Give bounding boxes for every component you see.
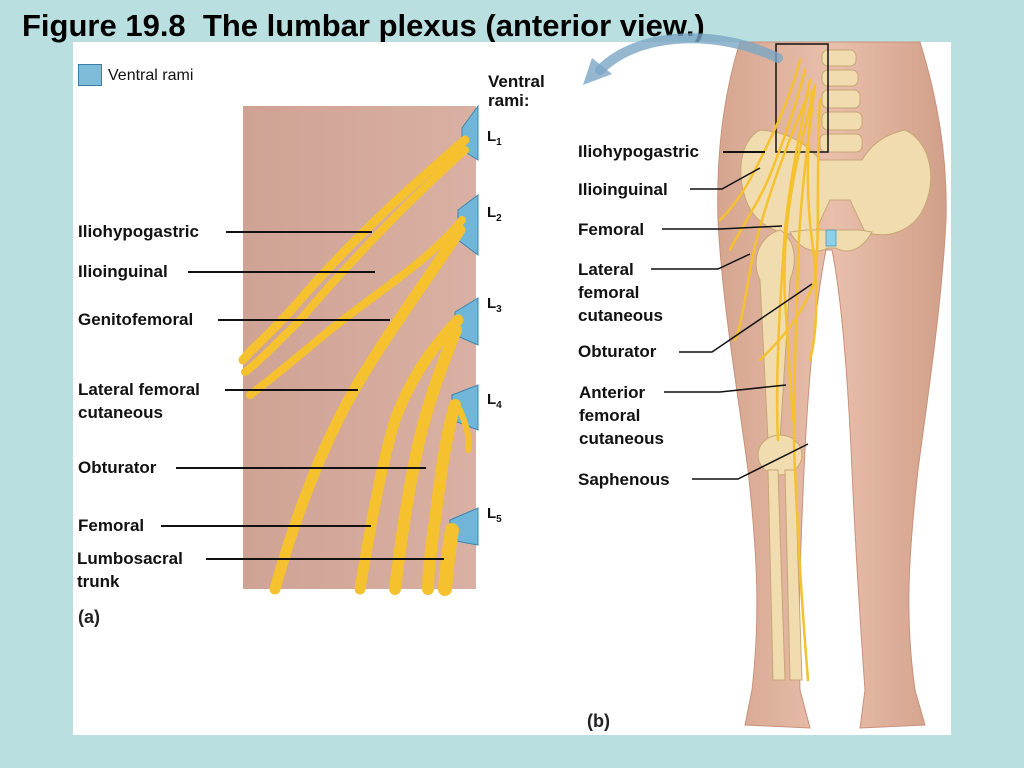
b-label-ilioinguinal: Ilioinguinal <box>578 180 668 199</box>
ventral-rami-header: Ventral rami: <box>488 72 545 110</box>
a-leader-genitofemoral <box>218 319 390 321</box>
level-l2: L2 <box>487 204 502 224</box>
pelvis-and-spine <box>740 49 932 252</box>
b-label-lateral-femoral-cutaneous: Lateral femoral cutaneous <box>578 260 664 325</box>
a-label-iliohypogastric: Iliohypogastric <box>78 222 199 241</box>
panel-a-ventral-rami <box>449 104 479 546</box>
panel-a-nerves <box>238 135 472 596</box>
a-leader-ilioinguinal <box>188 271 375 273</box>
level-l4: L4 <box>487 391 502 411</box>
level-l1: L1 <box>487 128 502 148</box>
b-label-anterior-femoral-cutaneous: Anterior femoral cutaneous <box>579 383 665 448</box>
a-leader-obturator <box>176 467 426 469</box>
pubic-symphysis <box>825 229 837 247</box>
panel-a-tag: (a) <box>78 607 100 627</box>
ventral-rami-header-line2: rami: <box>488 91 530 110</box>
a-label-genitofemoral: Genitofemoral <box>78 310 194 329</box>
a-label-ilioinguinal: Ilioinguinal <box>78 262 168 281</box>
legend-label: Ventral rami <box>108 67 194 84</box>
level-l3: L3 <box>487 295 502 315</box>
a-leader-lateral-femoral <box>225 389 358 391</box>
a-label-lumbosacral-trunk: Lumbosacral trunk <box>77 549 183 591</box>
a-leader-femoral <box>161 525 371 527</box>
a-label-obturator: Obturator <box>78 458 157 477</box>
level-l5: L5 <box>487 505 502 525</box>
b-label-saphenous: Saphenous <box>578 470 670 489</box>
b-label-obturator: Obturator <box>578 342 657 361</box>
panel-b-tag: (b) <box>587 711 610 731</box>
panel-b-nerves <box>718 58 822 682</box>
ventral-rami-legend-swatch <box>78 64 102 86</box>
ventral-rami-header-line1: Ventral <box>488 72 545 91</box>
b-leader-iliohypogastric <box>723 151 765 153</box>
b-label-iliohypogastric: Iliohypogastric <box>578 142 699 161</box>
a-label-lateral-femoral-cutaneous: Lateral femoral cutaneous <box>78 380 200 422</box>
b-label-femoral: Femoral <box>578 220 645 239</box>
a-leader-lumbosacral <box>206 558 444 560</box>
figure-title: Figure 19.8 The lumbar plexus (anterior … <box>22 8 705 43</box>
a-leader-iliohypogastric <box>226 231 372 233</box>
a-label-femoral: Femoral <box>78 516 145 535</box>
spine-region-box <box>775 43 829 153</box>
pointer-arrow <box>595 33 783 75</box>
